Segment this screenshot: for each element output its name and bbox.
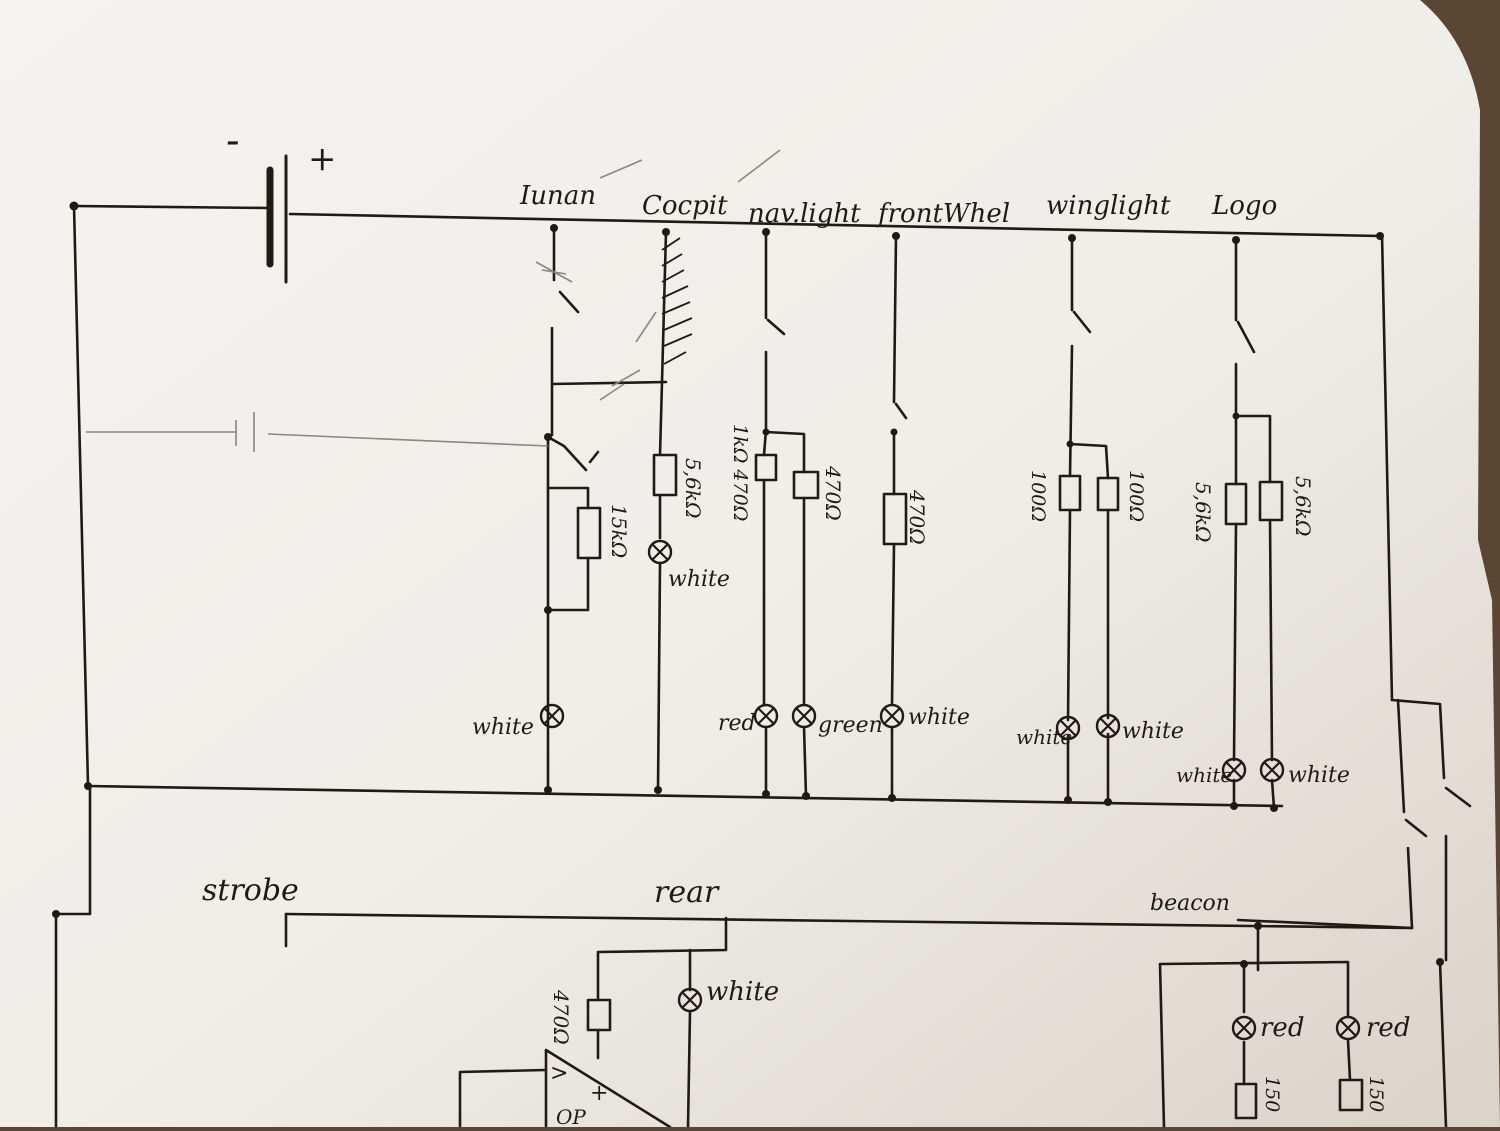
resistor-nav-2 [792, 470, 820, 500]
wire-lower-left [54, 784, 92, 1129]
battery-plus-label: + [308, 139, 337, 179]
resistor-wing-1 [1058, 474, 1082, 512]
label-landing: Iunan [519, 181, 596, 211]
junction-dots [52, 201, 1444, 968]
switch-landing-2 [546, 435, 600, 472]
label-front: frontWhel [876, 199, 1010, 229]
label-strobe: strobe [202, 873, 299, 908]
wire-landing-resistor [546, 486, 590, 612]
label-logo: Logo [1211, 191, 1277, 221]
label-r-logo1: 5,6kΩ [1191, 482, 1215, 543]
resistor-rear [586, 998, 612, 1032]
resistor-logo-2 [1258, 480, 1284, 522]
label-r-wing2: 100Ω [1125, 470, 1147, 522]
label-r-nav1: 1kΩ 470Ω [729, 424, 751, 521]
wire-right-rail [1380, 232, 1394, 702]
label-lamp-landing: white [472, 715, 534, 740]
resistor-logo-1 [1224, 482, 1248, 526]
label-r-beacon1: 150 [1261, 1076, 1283, 1112]
label-lamp-nav-red: red [718, 711, 756, 736]
label-r-nav2: 470Ω [821, 465, 845, 521]
label-r-front: 470Ω [905, 489, 929, 545]
label-lamp-wing1: white [1016, 725, 1072, 749]
cockpit-hatching [661, 237, 693, 365]
wire-rear [596, 916, 728, 1129]
wire-right-switch-box [1236, 698, 1472, 962]
wire-bottom-bus [86, 784, 1284, 808]
wire-logo [1232, 238, 1276, 810]
label-lamp-beacon1: red [1260, 1013, 1304, 1043]
opamp-plus-mark: + [590, 1081, 608, 1106]
wire-top-main [288, 212, 1382, 238]
pencil-sketch [86, 149, 781, 452]
label-cockpit: Cocpit [642, 191, 728, 221]
resistor-nav-1 [754, 453, 778, 482]
opamp-minus-mark: > [550, 1061, 568, 1086]
label-r-cockpit: 5,6kΩ [681, 458, 705, 519]
label-lamp-wing2: white [1122, 719, 1184, 744]
resistor-wing-2 [1096, 476, 1120, 512]
label-lamp-beacon2: red [1366, 1013, 1410, 1043]
resistor-landing [576, 506, 602, 560]
opamp-label: OP [556, 1105, 586, 1127]
wire-top-left [72, 204, 270, 210]
label-beacon: beacon [1150, 891, 1230, 916]
wire-cockpit [656, 230, 668, 792]
resistor-beacon-2 [1338, 1078, 1364, 1112]
resistor-beacon-1 [1234, 1082, 1258, 1120]
wire-lower-top [284, 912, 1414, 930]
label-rear: rear [654, 875, 720, 910]
wire-wing [1066, 236, 1110, 804]
label-r-rear: 470Ω [549, 989, 573, 1045]
label-r-landing: 15kΩ [607, 504, 631, 558]
label-r-logo2: 5,6kΩ [1291, 476, 1315, 537]
resistor-cockpit [652, 453, 678, 497]
wire-opamp-input [458, 1068, 548, 1129]
opamp-triangle [544, 1048, 672, 1129]
label-lamp-logo1: white [1176, 763, 1232, 787]
label-wing: winglight [1046, 191, 1171, 221]
wire-left-rail [72, 204, 90, 788]
battery-minus-label: - [226, 118, 240, 164]
resistor-front [882, 492, 908, 546]
label-lamp-cockpit: white [668, 567, 730, 592]
label-lamp-logo2: white [1288, 763, 1350, 788]
label-lamp-rear: white [706, 977, 779, 1007]
label-lamp-front: white [908, 705, 970, 730]
label-lamp-nav-green: green [818, 713, 883, 738]
wire-front [890, 234, 908, 800]
wire-beacon [1158, 920, 1448, 1129]
label-nav: nav.light [748, 199, 861, 229]
wire-landing [546, 226, 668, 792]
label-r-beacon2: 150 [1365, 1076, 1387, 1112]
label-r-wing1: 100Ω [1027, 470, 1049, 522]
